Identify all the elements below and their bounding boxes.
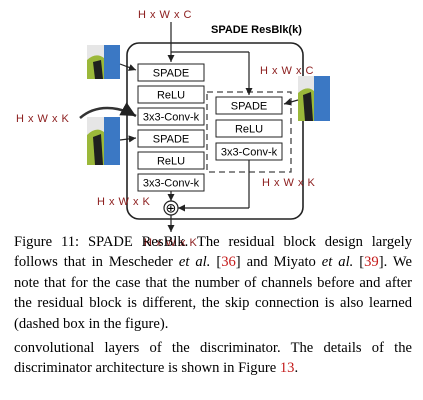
body-paragraph: convolutional layers of the discriminato… — [14, 338, 412, 379]
main-relu-1-box — [137, 85, 205, 104]
main-relu-1-label: ReLU — [157, 90, 185, 102]
skip-conv-label: 3x3-Conv-k — [221, 147, 278, 159]
main-spade-2-box — [137, 129, 205, 148]
caption-text-3: . We note that for the case that the num… — [14, 254, 413, 332]
segmap-thumbnail-top — [87, 45, 120, 79]
spade-resblk-diagram: SPADE ResBlk(k) H x W x C H x W x K H x … — [16, 9, 330, 249]
main-spade-1-box — [137, 63, 205, 82]
block-title: SPADE ResBlk(k) — [211, 24, 302, 36]
output-dim: H x W x K — [144, 237, 198, 249]
main-conv-1-label: 3x3-Conv-k — [143, 112, 200, 124]
segmap-thumbnail-right — [298, 76, 330, 121]
main-spade-1-label: SPADE — [153, 68, 189, 80]
main-conv-1-box — [137, 107, 205, 126]
left-input-arrow — [79, 102, 137, 119]
main-conv-2-label: 3x3-Conv-k — [143, 178, 200, 190]
skip-spade-box — [215, 96, 283, 115]
left-bottom-dim: H x W x K — [97, 196, 151, 208]
connection-lines — [119, 22, 299, 232]
citation-39[interactable]: 39 — [364, 254, 379, 271]
add-symbol: ⊕ — [166, 202, 177, 217]
figure-label: Figure 11: — [14, 234, 80, 250]
body-period: . — [294, 360, 299, 377]
right-top-dim: H x W x C — [260, 65, 314, 77]
skip-spade-label: SPADE — [231, 101, 267, 113]
main-relu-2-label: ReLU — [157, 156, 185, 168]
top-input-dim: H x W x C — [138, 9, 192, 21]
caption-paragraph: Figure 11: SPADE ResBlk. The residual bl… — [14, 234, 413, 332]
main-spade-2-label: SPADE — [153, 134, 189, 146]
addition-node — [163, 200, 179, 216]
resblock-frame — [126, 42, 304, 220]
skip-relu-box — [215, 119, 283, 138]
caption-text-1: The residual block design largely follow… — [14, 234, 412, 271]
caption-text-2: and Miyato — [246, 254, 316, 271]
citation-36[interactable]: 36 — [221, 254, 236, 271]
figure-name: SPADE ResBlk. — [87, 234, 189, 250]
skip-relu-label: ReLU — [235, 124, 263, 136]
body-text: convolutional layers of the discriminato… — [14, 340, 412, 377]
left-input-dim: H x W x K — [16, 113, 70, 125]
segmap-thumbnail-middle — [87, 117, 120, 165]
main-relu-2-box — [137, 151, 205, 170]
figure-13-link[interactable]: 13 — [279, 360, 295, 377]
right-bottom-dim: H x W x K — [262, 177, 316, 189]
et-al-2: et al. — [321, 254, 354, 271]
et-al-1: et al. — [178, 254, 211, 271]
figure-caption: Figure 11: SPADE ResBlk. The residual bl… — [14, 232, 412, 379]
